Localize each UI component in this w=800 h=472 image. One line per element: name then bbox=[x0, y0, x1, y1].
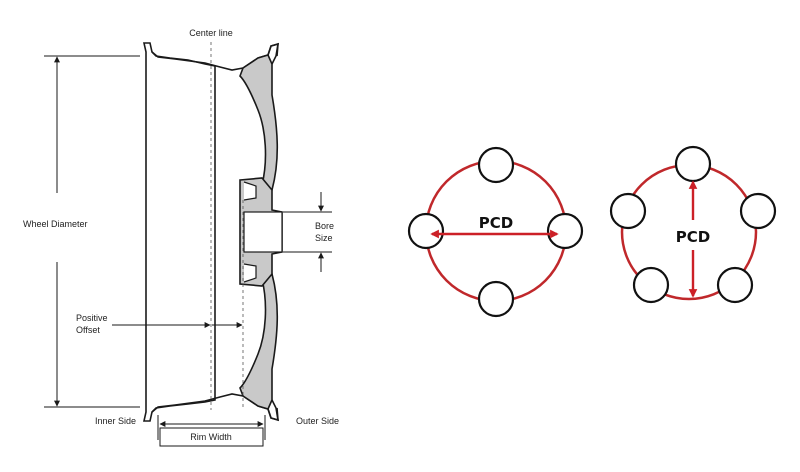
bore-opening bbox=[243, 211, 283, 253]
lug-hole bbox=[407, 212, 445, 250]
outer-side-label: Outer Side bbox=[296, 416, 339, 426]
lug-hole bbox=[632, 266, 670, 304]
positive-offset-label-line2: Offset bbox=[76, 325, 100, 335]
inner-side-label: Inner Side bbox=[95, 416, 136, 426]
lug-hole bbox=[477, 280, 515, 318]
hub-notch-top bbox=[243, 181, 257, 201]
pcd-4-lug-diagram: PCD bbox=[407, 146, 584, 318]
bore-size-label-line1: Bore bbox=[315, 221, 334, 231]
pcd-5-label: PCD bbox=[676, 228, 710, 246]
rim-width-label: Rim Width bbox=[190, 432, 232, 442]
pcd-4-label: PCD bbox=[479, 214, 513, 232]
lug-hole bbox=[609, 192, 647, 230]
bore-size-label-line2: Size bbox=[315, 233, 333, 243]
center-line-label: Center line bbox=[189, 28, 233, 38]
hub-notch-bottom bbox=[243, 263, 257, 283]
wheel-cross-section bbox=[143, 42, 283, 422]
lug-hole bbox=[716, 266, 754, 304]
lug-hole bbox=[546, 212, 584, 250]
lug-hole bbox=[477, 146, 515, 184]
lug-hole bbox=[739, 192, 777, 230]
outer-rim-flange bbox=[267, 42, 279, 422]
wheel-diameter-label: Wheel Diameter bbox=[23, 219, 88, 229]
lug-hole bbox=[674, 145, 712, 183]
positive-offset-label-line1: Positive bbox=[76, 313, 108, 323]
rim-width-label-box bbox=[159, 427, 264, 447]
pcd-5-lug-diagram: PCD bbox=[609, 145, 777, 304]
inner-rim-flange bbox=[143, 42, 216, 422]
